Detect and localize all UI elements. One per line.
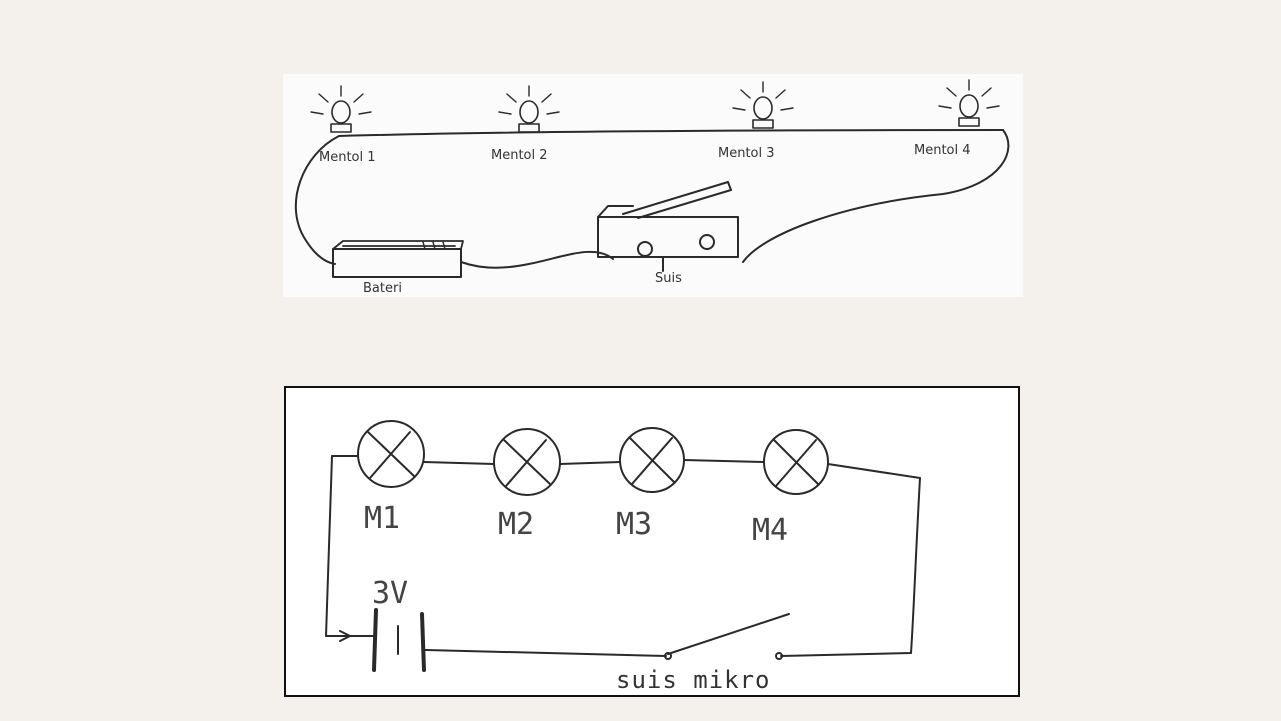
bulb-2 <box>498 85 560 133</box>
lamp-m3-symbol <box>619 427 685 493</box>
lamp-m4-symbol <box>763 429 829 495</box>
switch-label-schematic: suis mikro <box>616 666 771 694</box>
battery-symbol <box>347 608 429 672</box>
schematic-drawing: M1 M2 M3 M4 3V suis mikro <box>325 420 921 694</box>
voltage-label: 3V <box>372 576 408 611</box>
micro-switch-symbol <box>664 613 790 660</box>
lamp-m1-label: M1 <box>364 501 400 536</box>
schematic-bottom-wire <box>425 649 667 657</box>
schematic-top-wire <box>331 455 921 479</box>
battery-to-switch-wire <box>460 250 614 269</box>
top-wire <box>338 129 1004 137</box>
bulb-1 <box>310 85 372 133</box>
lamp-m2-symbol <box>493 428 561 496</box>
lamp-m2-label: M2 <box>498 507 534 542</box>
lamp-m1-symbol <box>357 420 425 488</box>
bulb-3 <box>732 81 794 129</box>
pictorial-circuit-panel: Mentol 1 Mentol 2 Mentol 3 Mentol 4 Bate… <box>283 74 1023 297</box>
pictorial-circuit-drawing: Mentol 1 Mentol 2 Mentol 3 Mentol 4 Bate… <box>294 79 1010 296</box>
micro-switch <box>597 181 739 272</box>
schematic-right-wire <box>780 477 921 657</box>
left-wire <box>294 135 340 265</box>
bulb-3-label: Mentol 3 <box>718 146 775 161</box>
right-wire <box>742 129 1010 263</box>
switch-label: Suis <box>655 271 682 286</box>
bulb-4-label: Mentol 4 <box>914 143 971 158</box>
bulb-4 <box>938 79 1000 127</box>
bulb-1-label: Mentol 1 <box>319 150 376 165</box>
lamp-m4-label: M4 <box>752 513 788 548</box>
schematic-left-wire <box>325 455 349 637</box>
lamp-m3-label: M3 <box>616 507 652 542</box>
bulb-2-label: Mentol 2 <box>491 148 548 163</box>
schematic-diagram-panel: M1 M2 M3 M4 3V suis mikro <box>284 386 1020 697</box>
battery <box>332 240 464 278</box>
battery-label: Bateri <box>363 281 402 296</box>
